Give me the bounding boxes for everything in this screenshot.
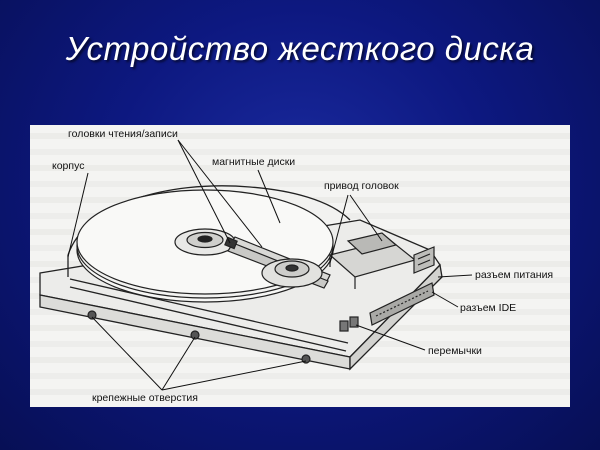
- head-actuator: [261, 232, 417, 289]
- slide-title: Устройство жесткого диска: [65, 30, 535, 67]
- mounting-holes: [87, 310, 311, 364]
- label-magnetic-platters: магнитные диски: [212, 156, 295, 168]
- label-jumpers: перемычки: [428, 345, 482, 357]
- power-connector: [413, 246, 435, 274]
- label-mounting-holes: крепежные отверстия: [92, 392, 198, 404]
- label-head-actuator: привод головок: [324, 180, 399, 192]
- label-ide-connector: разъем IDE: [460, 302, 516, 314]
- label-power-connector: разъем питания: [475, 269, 553, 281]
- jumpers: [339, 316, 359, 332]
- label-read-write-heads: головки чтения/записи: [68, 128, 178, 140]
- label-case: корпус: [52, 160, 84, 172]
- hdd-illustration: головки чтения/записи корпус магнитные д…: [30, 128, 570, 404]
- magnetic-platters: [76, 189, 334, 303]
- hdd-diagram: головки чтения/записи корпус магнитные д…: [30, 125, 570, 407]
- ide-connector: [369, 282, 435, 326]
- callout-leaders: [67, 139, 473, 391]
